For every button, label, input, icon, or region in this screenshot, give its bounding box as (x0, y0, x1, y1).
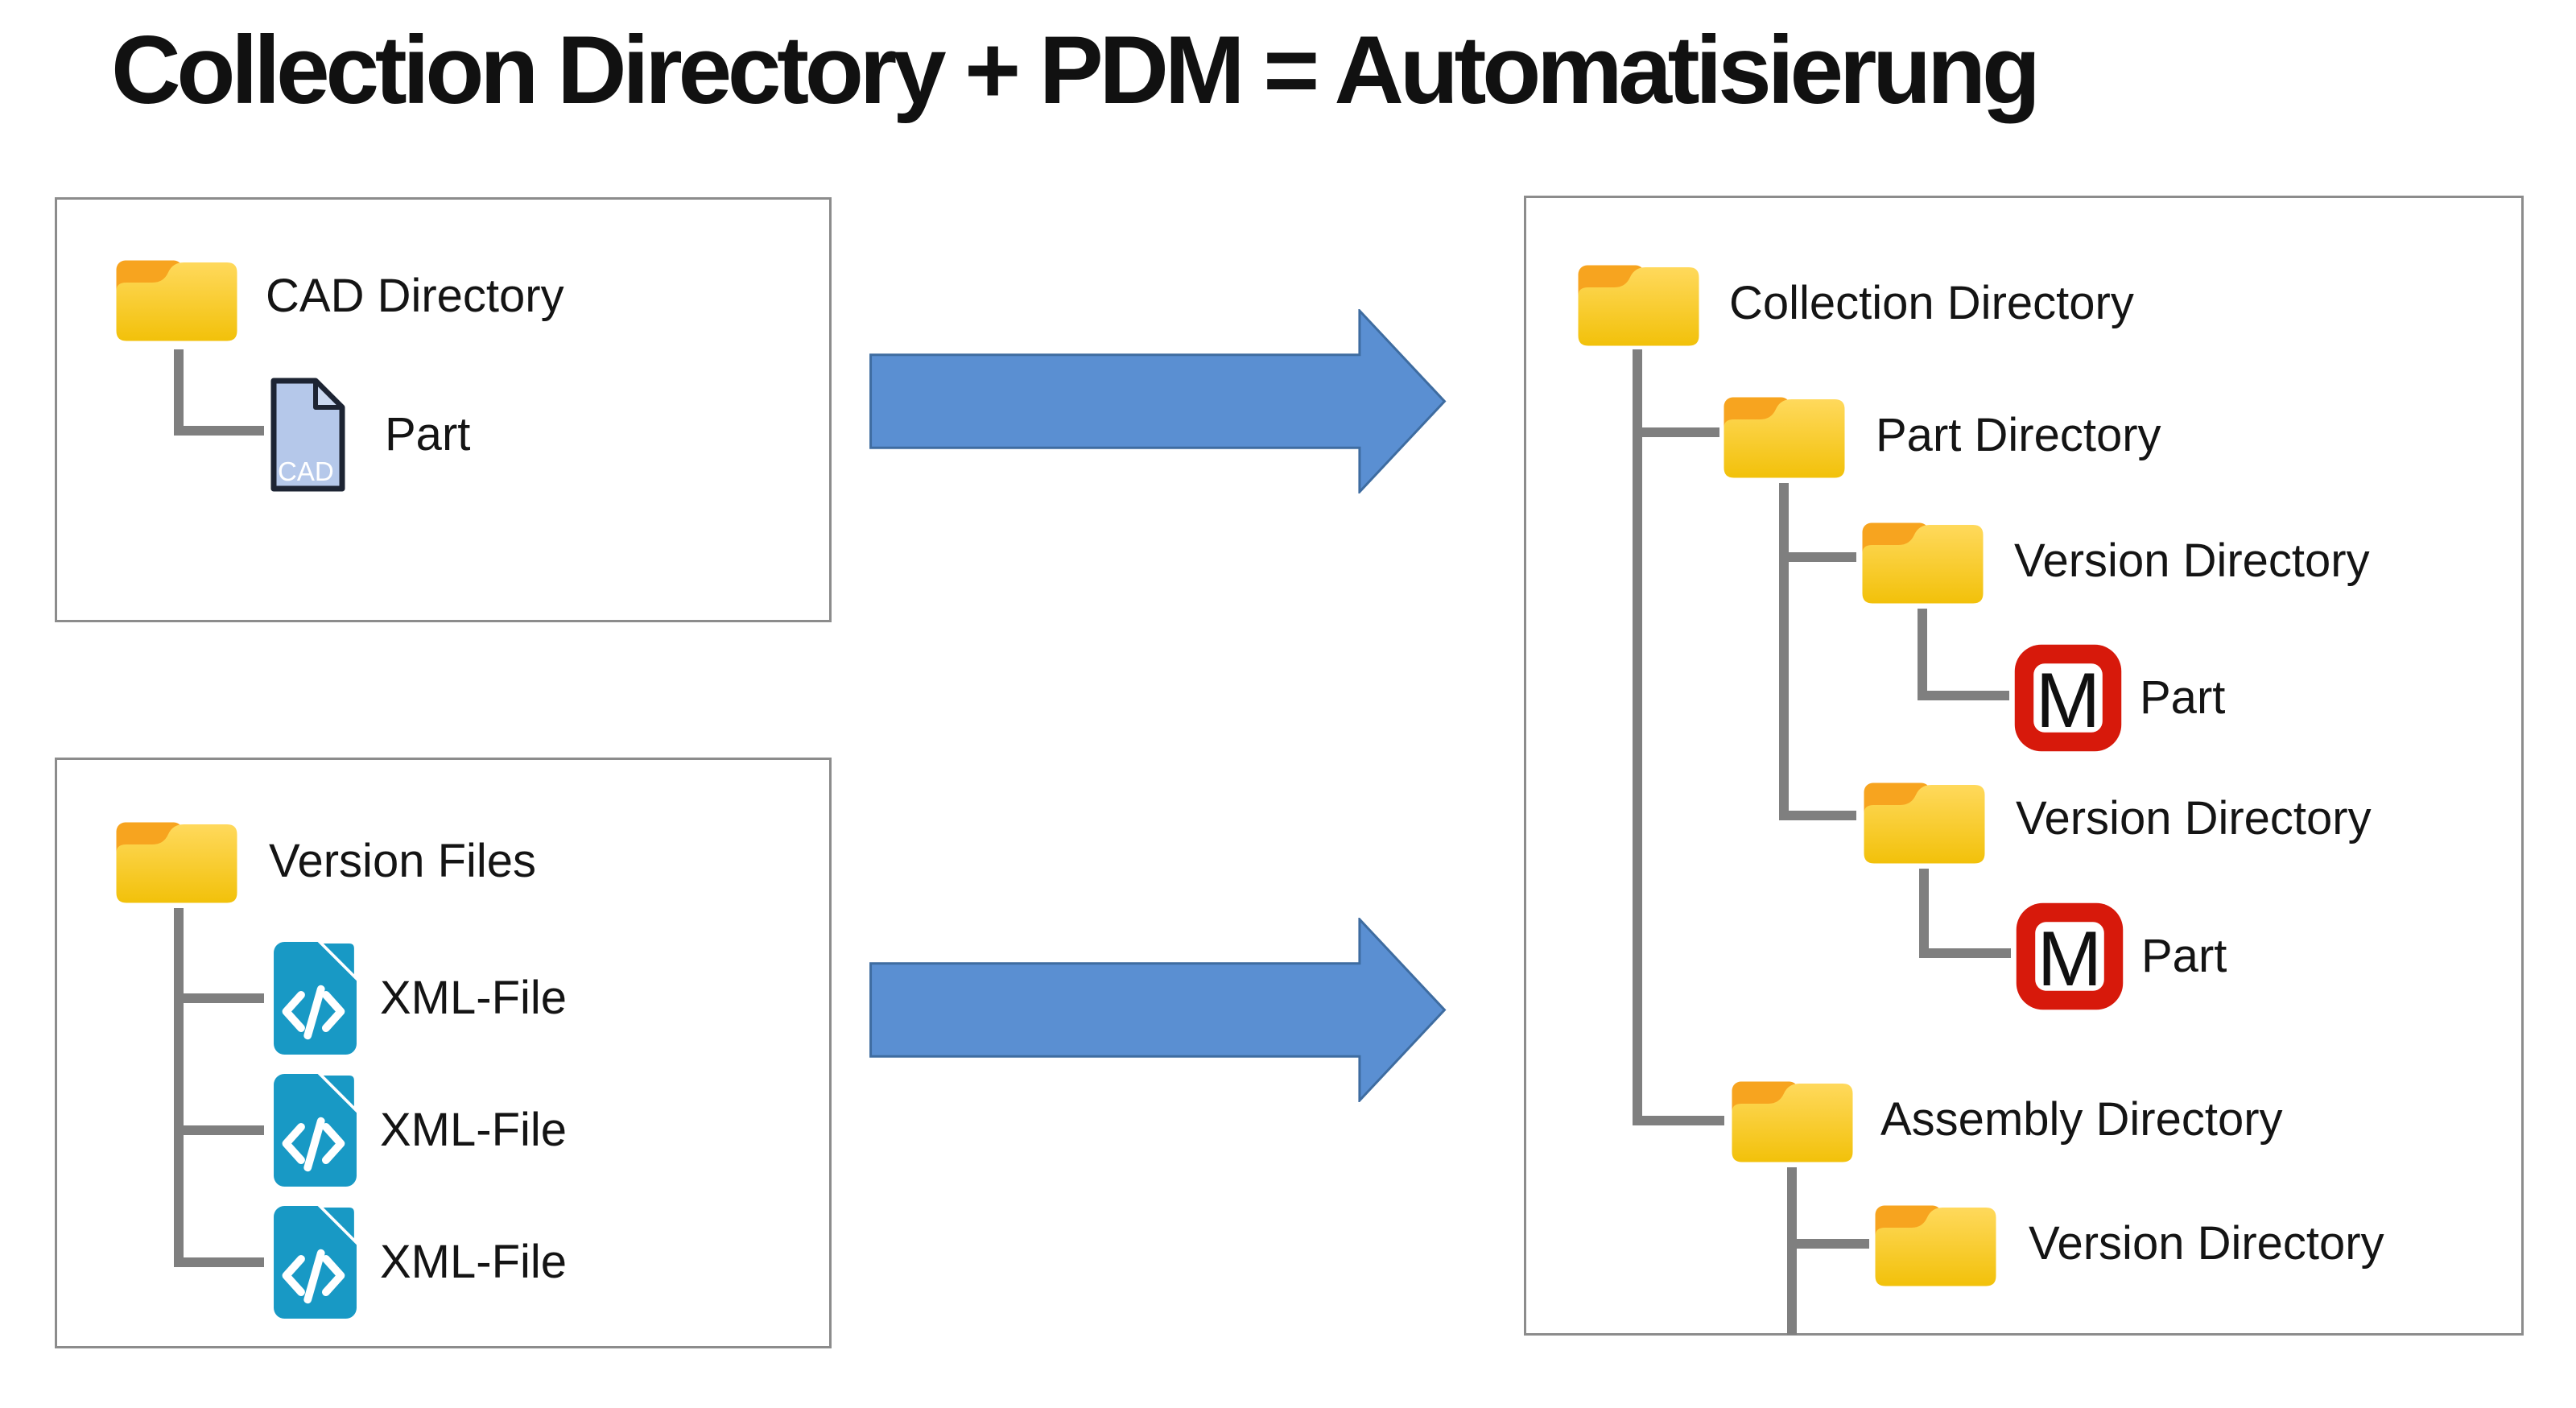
xml-file-label: XML-File (380, 1236, 568, 1288)
tree-node-label: Assembly Directory (1880, 1093, 2283, 1146)
folder-icon (110, 811, 243, 910)
tree-node-label: Part Directory (1876, 409, 2161, 461)
part-label: Part (385, 408, 471, 460)
xml-file-icon (274, 942, 357, 1055)
cad-badge: CAD (278, 456, 334, 486)
tree-node-label: Version Directory (2029, 1217, 2384, 1270)
xml-file-icon (274, 1206, 357, 1319)
arrow-right-icon (869, 309, 1447, 493)
tree-connector (1919, 869, 1929, 958)
tree-connector (174, 993, 264, 1003)
tree-connector (1633, 349, 1642, 1125)
folder-icon (1726, 1071, 1859, 1169)
tree-connector (1918, 691, 2009, 700)
tree-node-label: Collection Directory (1729, 277, 2134, 329)
cad-directory-label: CAD Directory (266, 270, 564, 322)
tree-connector (174, 1257, 264, 1267)
folder-icon (1869, 1195, 2002, 1293)
xml-file-icon (274, 1074, 357, 1187)
tree-connector (174, 1125, 264, 1135)
tree-connector (1633, 427, 1719, 437)
tree-connector (1787, 1167, 1797, 1335)
tree-node-label: Part (2141, 930, 2227, 982)
m-part-icon (2013, 642, 2124, 754)
tree-connector (1779, 483, 1789, 820)
xml-file-label: XML-File (380, 972, 568, 1024)
tree-connector (1633, 1116, 1724, 1125)
version-files-label: Version Files (269, 835, 537, 887)
cad-file-icon: CAD (270, 378, 345, 492)
tree-connector (174, 908, 184, 1267)
arrow-right-icon (869, 918, 1447, 1102)
tree-connector (174, 426, 264, 436)
folder-icon (1572, 254, 1705, 353)
folder-icon (1856, 512, 1989, 610)
folder-icon (1858, 772, 1991, 870)
collection-directory-panel (1524, 196, 2524, 1336)
tree-connector (1787, 1239, 1869, 1249)
folder-icon (110, 250, 243, 348)
tree-connector (1779, 811, 1856, 820)
m-part-icon (2014, 901, 2125, 1012)
tree-connector (1918, 609, 1927, 700)
tree-connector (174, 349, 184, 436)
tree-node-label: Part (2140, 671, 2226, 724)
tree-connector (1779, 552, 1856, 562)
tree-node-label: Version Directory (2014, 535, 2370, 587)
folder-icon (1718, 386, 1851, 485)
tree-node-label: Version Directory (2016, 792, 2372, 844)
tree-connector (1919, 948, 2011, 958)
page-title: Collection Directory + PDM = Automatisie… (111, 16, 2041, 124)
xml-file-label: XML-File (380, 1104, 568, 1156)
